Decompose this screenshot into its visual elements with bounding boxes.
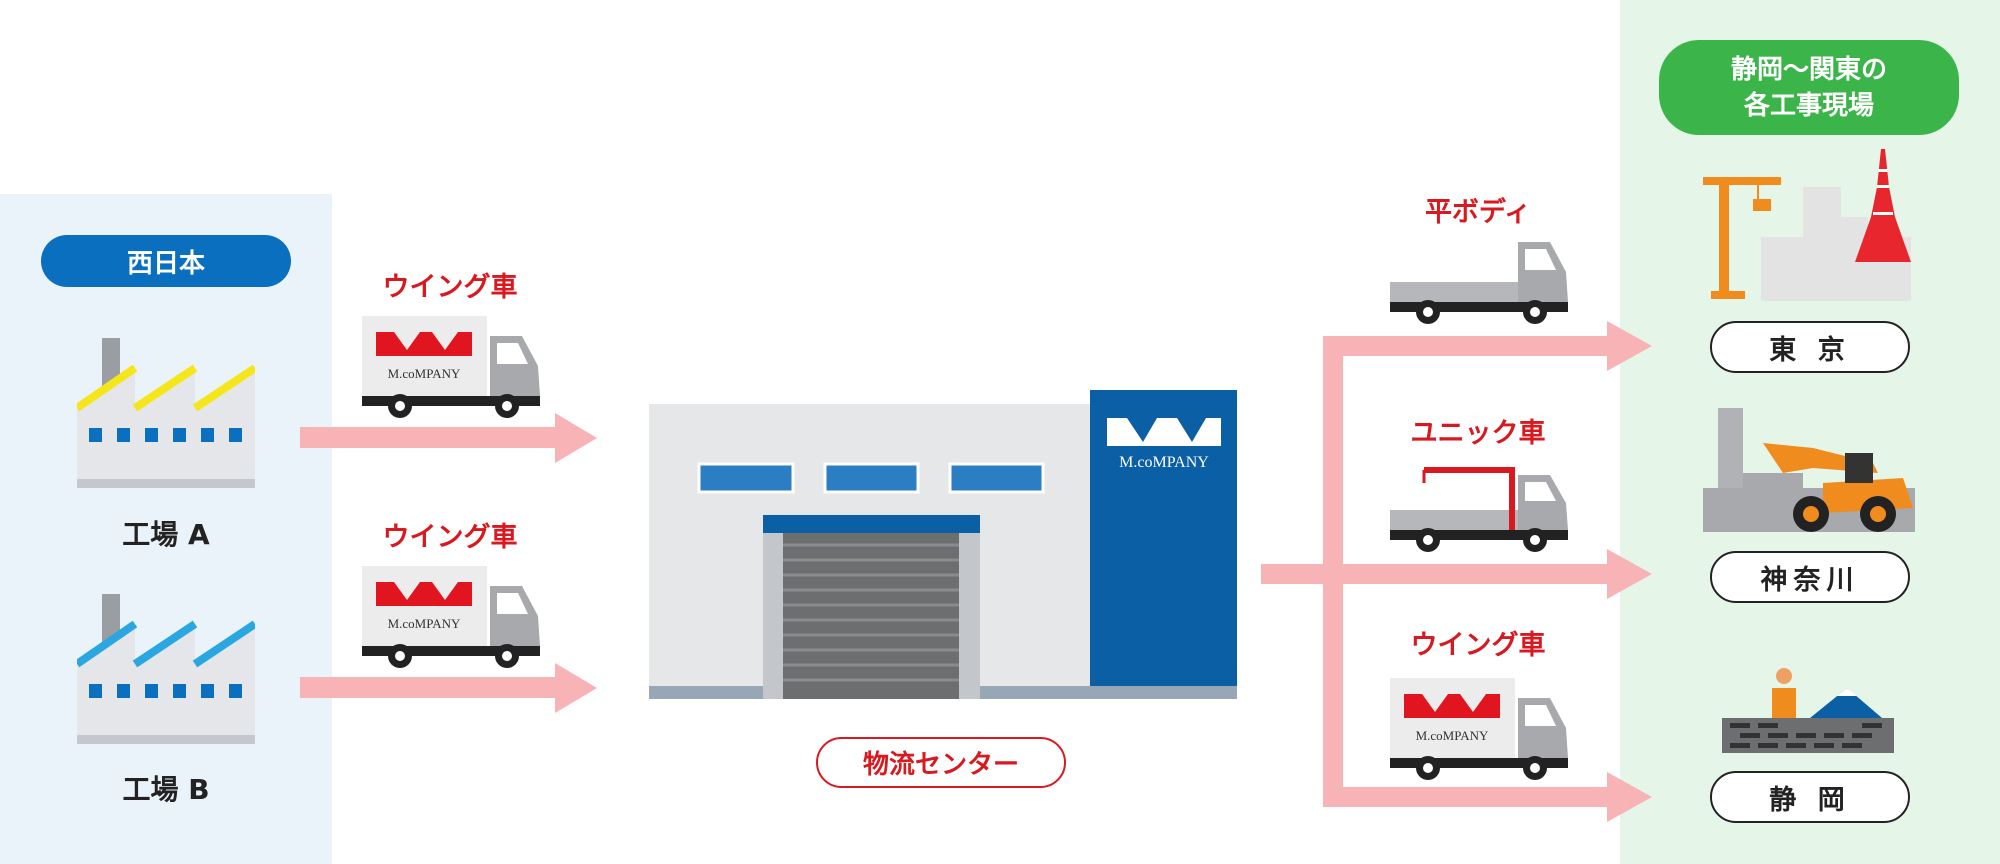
inbound-truck-1-label: ウイング車	[382, 272, 518, 303]
arrowhead	[1607, 321, 1652, 371]
arrowhead	[1607, 772, 1652, 822]
factory-a-icon	[77, 338, 255, 488]
west-japan-panel	[0, 194, 332, 864]
factory-a-label: 工場 A	[122, 518, 210, 551]
wing-truck-icon: M.coMPANY	[1390, 678, 1568, 780]
inbound-arrow-2	[300, 677, 560, 698]
tokyo-construction-icon	[1703, 149, 1911, 301]
unic-truck-label: ユニック車	[1410, 418, 1546, 449]
factory-b-icon	[77, 594, 255, 744]
crane-truck-icon	[1390, 467, 1568, 552]
inbound-arrow-1	[300, 427, 560, 448]
location-kanagawa: 神奈川	[1710, 551, 1910, 603]
factory-b-label: 工場 B	[122, 773, 210, 806]
wing-truck-icon: M.coMPANY	[362, 316, 540, 418]
flatbed-truck-label: 平ボディ	[1424, 197, 1532, 228]
location-shizuoka: 静 岡	[1710, 771, 1910, 823]
arrowhead	[555, 413, 597, 463]
arrowhead	[555, 663, 597, 713]
logistics-center-building: M.coMPANY	[649, 390, 1237, 699]
wing-truck-icon: M.coMPANY	[362, 566, 540, 668]
truck-brand: M.coMPANY	[388, 366, 461, 381]
outbound-trunk	[1323, 336, 1343, 806]
shizuoka-construction-icon	[1722, 668, 1894, 753]
location-tokyo: 東 京	[1710, 321, 1910, 373]
kanagawa-construction-icon	[1703, 408, 1915, 532]
region-badge: 西日本	[41, 235, 291, 287]
truck-brand: M.coMPANY	[1416, 728, 1489, 743]
inbound-truck-2-label: ウイング車	[382, 522, 518, 553]
flatbed-truck-icon	[1390, 242, 1568, 324]
sites-title-line1: 静岡～関東の	[1730, 54, 1887, 85]
outbound-arrow-tokyo	[1323, 336, 1613, 356]
truck-brand: M.coMPANY	[388, 616, 461, 631]
arrowhead	[1607, 549, 1652, 599]
logistics-center-label: 物流センター	[816, 737, 1066, 788]
outbound-arrow-shizuoka	[1323, 787, 1613, 807]
sites-title-badge: 静岡～関東の 各工事現場	[1659, 40, 1959, 135]
wing-truck-out-label: ウイング車	[1410, 630, 1546, 661]
building-brand: M.coMPANY	[1119, 454, 1209, 471]
sites-title-line2: 各工事現場	[1743, 90, 1874, 121]
outbound-main-arrow	[1261, 564, 1611, 584]
